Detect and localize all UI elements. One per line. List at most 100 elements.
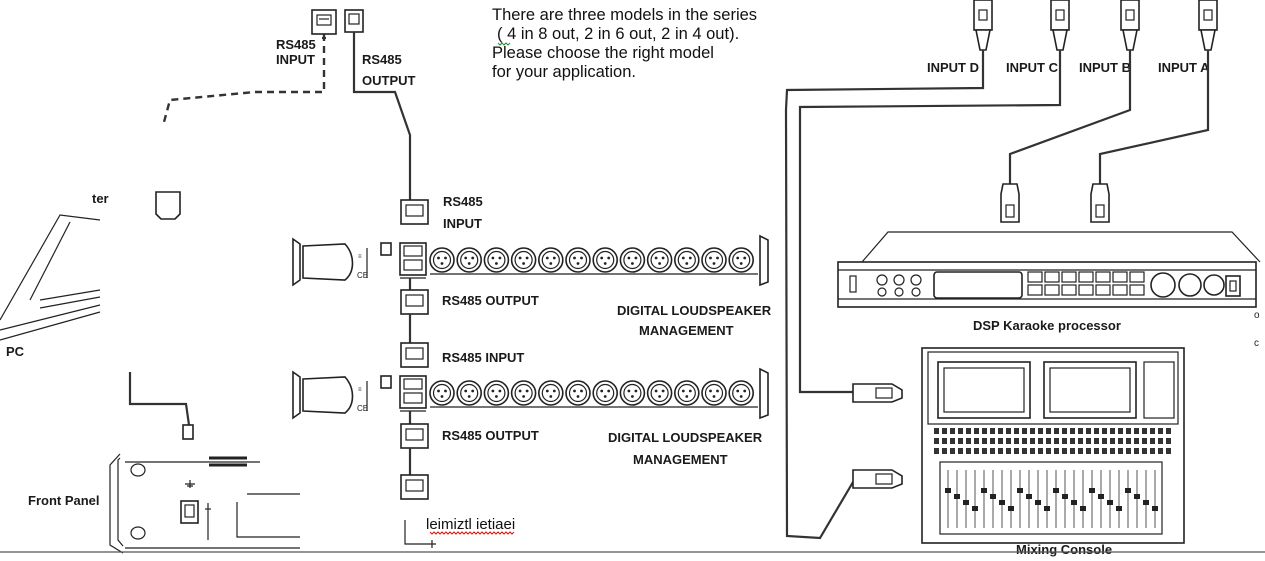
dsp-knob-icon bbox=[1178, 273, 1202, 297]
usb-cable bbox=[128, 372, 191, 426]
loudspeaker-processor-unit-1: ≡ CE bbox=[292, 234, 769, 287]
xlr-connector-icon bbox=[673, 380, 700, 406]
input-b-label: INPUT B bbox=[1079, 60, 1131, 75]
xlr-connector-icon bbox=[701, 247, 727, 273]
terminator-plug-icon bbox=[400, 474, 429, 500]
unit2-rs485-input-jack bbox=[400, 342, 429, 368]
unit1-rs485-input-jack bbox=[400, 199, 429, 225]
xlr-plug-icon bbox=[1050, 0, 1070, 65]
input-d-label: INPUT D bbox=[927, 60, 979, 75]
dsp-label: DSP Karaoke processor bbox=[973, 318, 1121, 333]
dsp-display bbox=[933, 271, 1023, 299]
usb-symbol-icon bbox=[185, 480, 195, 488]
xlr-connector-icon bbox=[510, 380, 537, 406]
dsp-power-switch-icon bbox=[1225, 275, 1241, 297]
note-line-3: Please choose the right model bbox=[492, 44, 714, 62]
usb-port-icon bbox=[180, 500, 199, 524]
dsp-karaoke-processor bbox=[837, 231, 1261, 308]
converter-connector-icon bbox=[155, 191, 181, 220]
xlr-connector-icon bbox=[701, 380, 727, 406]
converter-label: ter bbox=[92, 191, 109, 206]
rs485-output-label-bottom: OUTPUT bbox=[362, 73, 416, 88]
xlr-plug-icon bbox=[1120, 0, 1140, 65]
unit1-rs485-output-label: RS485 OUTPUT bbox=[442, 293, 539, 308]
dsp-knob-icons bbox=[876, 274, 922, 297]
model-note: There are three models in the series ( 4… bbox=[492, 6, 757, 81]
mixing-console bbox=[921, 347, 1185, 544]
xlr-connector-icon bbox=[456, 380, 483, 406]
input-b-cable bbox=[1008, 65, 1132, 184]
input-d-cable bbox=[784, 65, 985, 540]
dlm2-subtitle: MANAGEMENT bbox=[633, 452, 728, 467]
input-c-cable bbox=[798, 65, 1062, 394]
mixing-console-label: Mixing Console bbox=[1016, 542, 1112, 557]
console-screen-left bbox=[937, 361, 1031, 419]
xlr-connector-icon bbox=[510, 247, 537, 273]
usb-plug-icon bbox=[182, 424, 194, 440]
xlr-plug-icon bbox=[973, 0, 993, 65]
rs485-output-label-top: RS485 bbox=[362, 52, 402, 67]
dashed-cable bbox=[162, 34, 326, 123]
xlr-connector-icon bbox=[619, 380, 646, 406]
loudspeaker-processor-unit-2: ≡ CE bbox=[292, 367, 769, 420]
rs485-input-jack-icon bbox=[311, 9, 337, 35]
front-panel-label: Front Panel bbox=[28, 493, 100, 508]
svg-text:CE: CE bbox=[357, 404, 368, 413]
xlr-connector-icon bbox=[673, 247, 700, 273]
xlr-connector-icon bbox=[619, 247, 646, 273]
bracket-mark bbox=[404, 520, 436, 548]
dsp-knob-icon bbox=[1150, 272, 1176, 298]
dlm1-title: DIGITAL LOUDSPEAKER bbox=[617, 303, 772, 318]
power-inlet-icon bbox=[302, 243, 354, 281]
xlr-connector-icon bbox=[728, 247, 755, 273]
xlr-connector-icon bbox=[456, 247, 483, 273]
input-c-label: INPUT C bbox=[1006, 60, 1059, 75]
console-faders bbox=[945, 470, 1158, 528]
note-line-2: ( 4 in 8 out, 2 in 6 out, 2 in 4 out). bbox=[497, 25, 739, 43]
top-rs485-jacks: RS485 INPUT RS485 OUTPUT bbox=[276, 9, 416, 88]
dsp-knob-icon bbox=[1203, 274, 1225, 296]
dsp-input-connector-a bbox=[1090, 183, 1110, 223]
xlr-connector-icon bbox=[429, 247, 455, 273]
pc-laptop-icon bbox=[0, 214, 101, 341]
garbled-text: leimiztl ietiaei bbox=[426, 516, 515, 533]
dlm1-subtitle: MANAGEMENT bbox=[639, 323, 734, 338]
input-xlr-plugs bbox=[973, 0, 1218, 65]
rs485-input-label-top: RS485 bbox=[276, 37, 316, 52]
rs485-link-cable bbox=[352, 32, 412, 200]
xlr-connector-icon bbox=[483, 247, 510, 273]
xlr-connector-icon bbox=[728, 380, 755, 406]
xlr-connector-icon bbox=[483, 380, 510, 406]
dlm2-title: DIGITAL LOUDSPEAKER bbox=[608, 430, 763, 445]
xlr-plug-icon bbox=[1198, 0, 1218, 65]
front-panel-drawing bbox=[109, 453, 300, 554]
rs485-input-label-bottom: INPUT bbox=[276, 52, 315, 67]
dsp-button-grid bbox=[1027, 271, 1145, 296]
input-a-label: INPUT A bbox=[1158, 60, 1210, 75]
power-inlet-icon bbox=[302, 376, 354, 414]
mount-hole-icon bbox=[130, 526, 146, 540]
xlr-connector-icon bbox=[429, 380, 455, 406]
dsp-input-connector-b bbox=[1000, 183, 1020, 223]
unit1-rs485-input-label-b: INPUT bbox=[443, 216, 482, 231]
mount-hole-icon bbox=[130, 463, 146, 477]
console-screen-right bbox=[1043, 361, 1137, 419]
unit1-rs485-input-label-a: RS485 bbox=[443, 194, 483, 209]
svg-text:o: o bbox=[1254, 310, 1260, 321]
xlr-connector-icon bbox=[646, 247, 673, 273]
unit2-rs485-output-label: RS485 OUTPUT bbox=[442, 428, 539, 443]
note-line-1: There are three models in the series bbox=[492, 6, 757, 24]
mixer-input-connector-1 bbox=[852, 383, 903, 403]
unit2-rs485-input-label: RS485 INPUT bbox=[442, 350, 524, 365]
xlr-connector-icon bbox=[537, 247, 564, 273]
xlr-connector-icon bbox=[565, 247, 591, 273]
pc-label: PC bbox=[6, 344, 25, 359]
svg-text:≡: ≡ bbox=[358, 387, 362, 393]
console-control-rows bbox=[934, 428, 1171, 454]
xlr-connector-icon bbox=[646, 380, 673, 406]
note-line-4: for your application. bbox=[492, 63, 636, 81]
unit2-rs485-output-jack bbox=[400, 423, 429, 449]
svg-text:c: c bbox=[1254, 338, 1259, 349]
spellcheck-underline bbox=[429, 531, 515, 535]
